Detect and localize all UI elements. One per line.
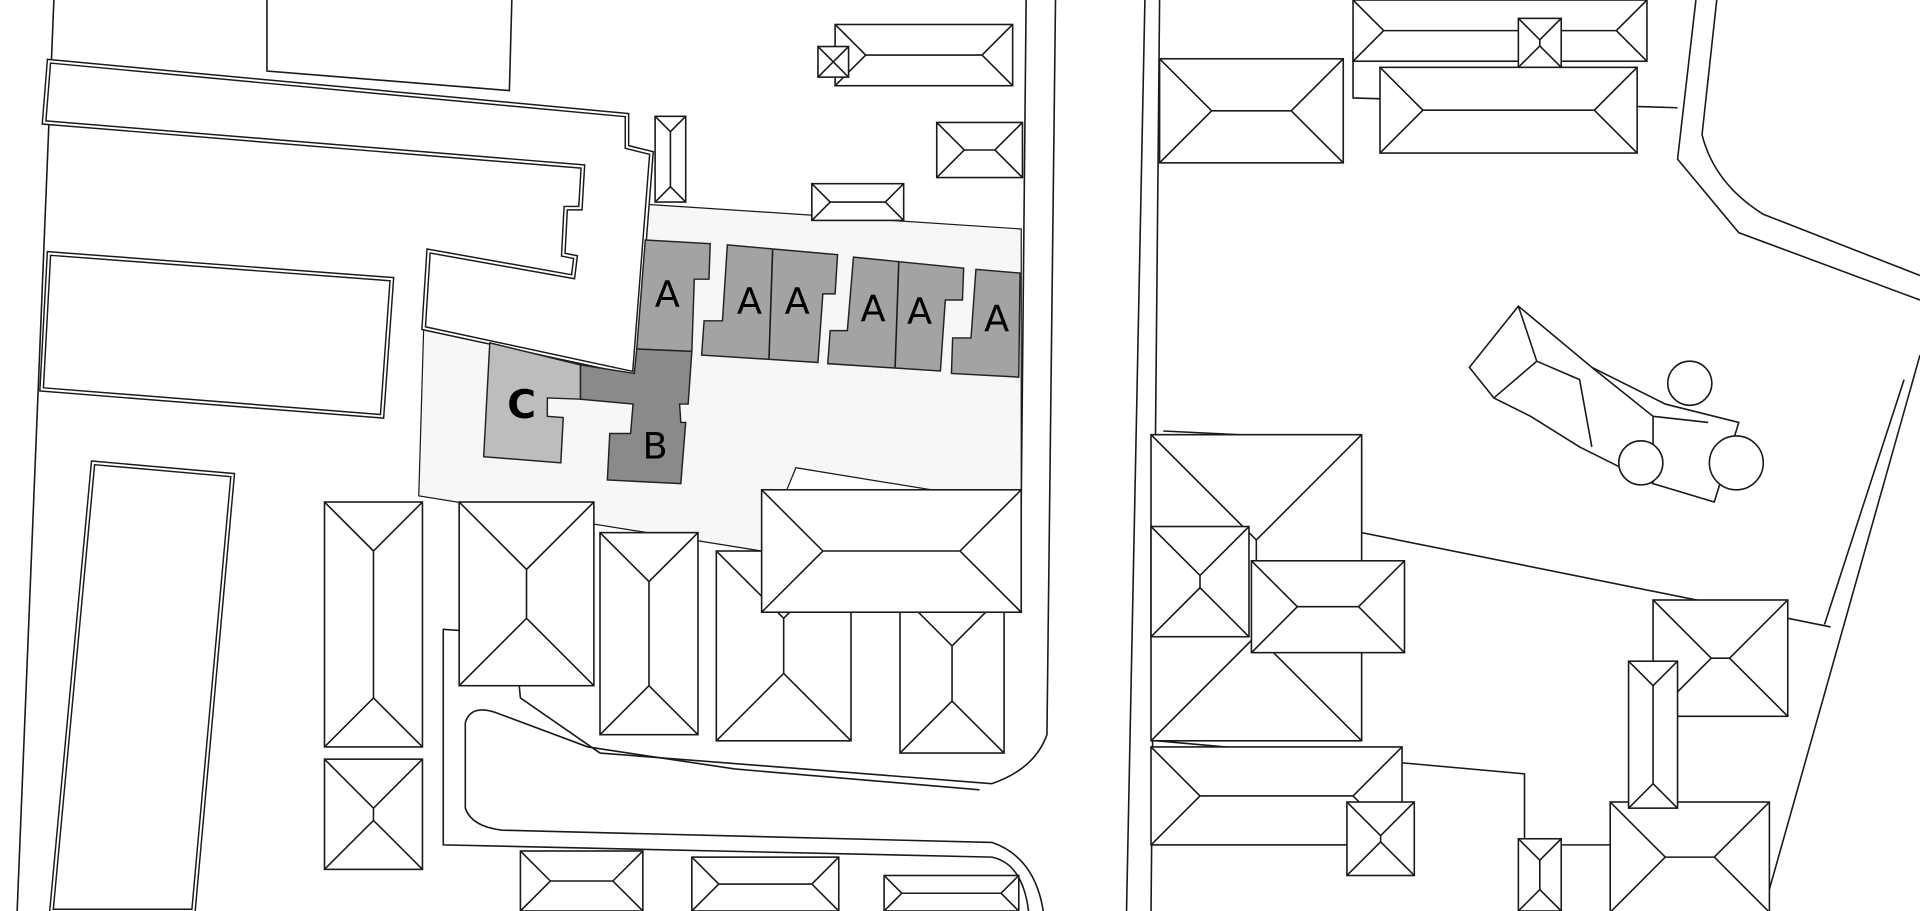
roof-ridge-lines [817,45,850,78]
building-c[interactable] [482,341,582,464]
church [1468,304,1765,504]
label-a-6: A [984,297,1009,340]
building-a-4-5[interactable] [826,256,965,372]
label-a-5: A [907,290,932,333]
roof-ridge-lines [761,489,1022,613]
roof-ridge-lines [1517,17,1562,68]
roof-ridge-lines [1150,525,1250,638]
roof-ridge-lines [323,501,424,748]
roof-ridge-lines [1346,801,1415,877]
label-a-1: A [655,273,680,316]
neighbouring-houses [323,0,1789,911]
label-c: C [507,383,536,428]
label-a-3: A [785,280,810,323]
roof-ridge-lines [936,121,1024,179]
roof-ridge-lines [1379,66,1638,154]
building-a-6[interactable] [950,268,1021,378]
existing-large-buildings [39,58,655,911]
label-a-4: A [860,288,885,331]
house-roof [1609,801,1771,911]
roof-ridge-lines [1609,801,1770,911]
label-a-2: A [737,280,762,323]
roof-ridge-lines [1250,560,1406,654]
proposed-buildings: A A A A A A B C [482,239,1021,485]
house-roof [1517,837,1563,911]
roof-ridge-lines [691,856,840,911]
roof-ridge-lines [811,183,905,221]
house-roof [691,856,840,911]
roof-ridge-lines [599,532,699,736]
roof-ridge-lines [519,850,644,911]
roof-ridge-lines [323,758,424,870]
roof-ridge-lines [1628,660,1679,809]
label-b: B [643,425,668,468]
roof-ridge-lines [458,501,595,687]
roof-ridge-lines [834,23,1014,87]
roof-ridge-lines [883,874,1020,911]
roof-ridge-lines [654,115,687,203]
roof-ridge-lines [1352,0,1648,62]
roof-ridge-lines [1159,58,1344,164]
roof-ridge-lines [1517,838,1562,911]
building-a-2-3[interactable] [700,244,839,364]
